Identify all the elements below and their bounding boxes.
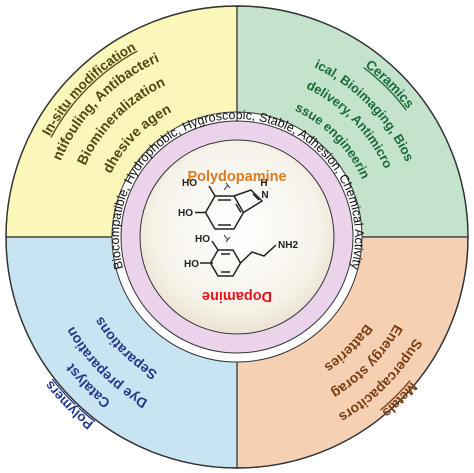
polydopamine-atoms: HO HO H N	[178, 178, 269, 219]
dopamine-label: Dopamine	[202, 288, 272, 304]
pdopa-h: H	[260, 178, 267, 189]
pdopa-n: N	[261, 190, 268, 201]
pdopa-ho-bottom: HO	[178, 208, 193, 219]
dopa-nh2: NH2	[278, 240, 298, 251]
center-disk	[139, 139, 335, 335]
dopamine-structure	[200, 240, 277, 277]
pdopa-ho-top: HO	[182, 178, 197, 189]
dopamine-atoms: HO HO NH2	[184, 234, 298, 270]
dopa-ho-bottom: HO	[184, 259, 199, 270]
dopa-ho-top: HO	[195, 234, 210, 245]
outer-border	[5, 5, 469, 469]
polydopamine-label: Polydopamine	[187, 169, 286, 185]
polydopamine-structure	[195, 182, 264, 243]
